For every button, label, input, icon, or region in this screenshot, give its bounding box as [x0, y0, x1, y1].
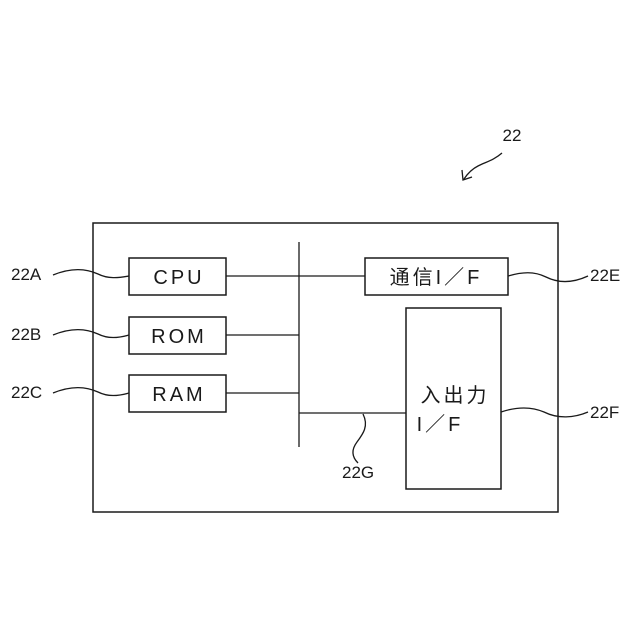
io-if-label-line2: I／F: [417, 414, 464, 436]
ref-label-22e: 22E: [590, 266, 620, 285]
figure-ref-label: 22: [503, 126, 522, 145]
ref-label-22c: 22C: [11, 383, 42, 402]
rom-label: ROM: [151, 326, 207, 348]
ref-leader-22c: [53, 388, 129, 396]
ram-block: RAM: [129, 375, 226, 412]
cpu-label: CPU: [153, 267, 204, 289]
comm-if-block: 通信I／F: [365, 258, 508, 295]
ref-label-22f: 22F: [590, 403, 619, 422]
ref-label-22b: 22B: [11, 325, 41, 344]
cpu-block: CPU: [129, 258, 226, 295]
ref-leader-22a: [53, 270, 129, 278]
io-if-label-line1: 入出力: [421, 384, 490, 407]
io-if-block: 入出力 I／F: [406, 308, 501, 489]
figure-ref-leader: [464, 153, 502, 179]
ref-leader-22f: [501, 408, 588, 417]
rom-block: ROM: [129, 317, 226, 354]
ref-leader-22g: [353, 414, 366, 463]
ref-leader-22b: [53, 330, 129, 338]
ram-label: RAM: [152, 384, 205, 406]
ref-label-22g: 22G: [342, 463, 374, 482]
ref-label-22a: 22A: [11, 265, 42, 284]
comm-if-label: 通信I／F: [390, 266, 483, 289]
ref-leader-22e: [508, 273, 588, 282]
